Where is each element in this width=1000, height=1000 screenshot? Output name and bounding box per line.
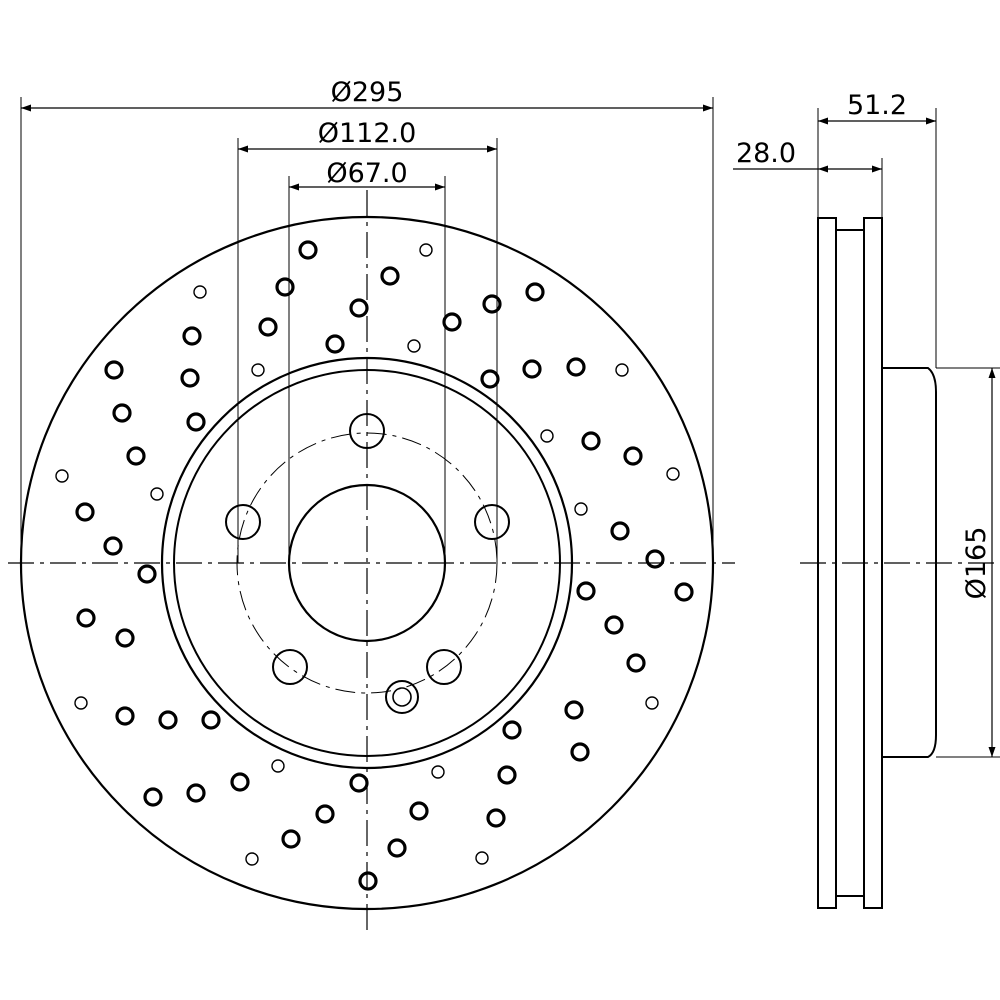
drill-hole-small <box>666 467 680 481</box>
drill-hole <box>522 359 542 379</box>
bore-diameter-label: Ø67.0 <box>326 158 407 189</box>
overall-thickness-dimension: 51.2 <box>817 90 937 368</box>
hub-diameter-dimension: Ø112.0 <box>237 118 498 563</box>
drill-hole <box>315 804 335 824</box>
drill-hole <box>623 446 643 466</box>
drill-hole <box>564 700 584 720</box>
drill-hole <box>325 334 345 354</box>
outer-diameter-dimension: Ø295 <box>20 77 714 563</box>
drill-hole <box>115 628 135 648</box>
locating-screw-hole-inner <box>392 687 412 707</box>
drill-hole <box>201 710 221 730</box>
drill-hole <box>482 294 502 314</box>
drill-hole <box>115 706 135 726</box>
overall-thickness-label: 51.2 <box>847 90 907 121</box>
drill-hole <box>604 615 624 635</box>
drill-hole <box>126 446 146 466</box>
drill-hole-small <box>407 339 421 353</box>
drill-hole <box>525 282 545 302</box>
bolt-hole <box>474 504 510 540</box>
drill-hole <box>380 266 400 286</box>
drill-hole <box>230 772 250 792</box>
drill-hole <box>75 502 95 522</box>
hat-profile <box>882 367 937 758</box>
drill-hole <box>182 326 202 346</box>
hat-diameter-dimension: Ø165 <box>936 367 1000 758</box>
drill-hole <box>502 720 522 740</box>
hat-inner-ring <box>173 369 561 757</box>
hub-diameter-label: Ø112.0 <box>318 118 417 149</box>
side-view: 51.2 28.0 Ø165 <box>733 90 1000 909</box>
drill-hole <box>137 564 157 584</box>
drill-hole-small <box>251 363 265 377</box>
drill-hole-small <box>574 502 588 516</box>
drill-hole <box>581 431 601 451</box>
outer-diameter-label: Ø295 <box>331 77 404 108</box>
drill-hole <box>387 838 407 858</box>
drill-hole <box>497 765 517 785</box>
drill-hole <box>275 277 295 297</box>
drill-hole <box>645 549 665 569</box>
drill-hole <box>186 783 206 803</box>
drill-hole-small <box>645 696 659 710</box>
drill-hole <box>186 412 206 432</box>
bolt-hole <box>225 504 261 540</box>
drill-hole <box>442 312 462 332</box>
drill-hole <box>626 653 646 673</box>
front-view: Ø295 Ø112.0 Ø67.0 <box>8 77 735 935</box>
drill-hole <box>281 829 301 849</box>
drill-hole <box>674 582 694 602</box>
drill-hole-small <box>540 429 554 443</box>
drill-hole <box>570 742 590 762</box>
drill-hole <box>158 710 178 730</box>
bolt-hole <box>426 649 462 685</box>
drill-hole <box>349 298 369 318</box>
drill-hole-small <box>475 851 489 865</box>
drill-hole <box>104 360 124 380</box>
drill-hole <box>298 240 318 260</box>
drill-hole <box>76 608 96 628</box>
drill-hole-small <box>150 487 164 501</box>
drill-hole <box>480 369 500 389</box>
drill-hole <box>180 368 200 388</box>
drill-hole <box>486 808 506 828</box>
bore-diameter-dimension: Ø67.0 <box>288 158 446 563</box>
drilled-holes <box>55 240 694 891</box>
locating-screw-hole-outer <box>385 680 419 714</box>
drill-hole <box>103 536 123 556</box>
bolt-hole <box>349 413 385 449</box>
drill-hole-small <box>431 765 445 779</box>
drill-hole <box>610 521 630 541</box>
drill-hole <box>409 801 429 821</box>
drill-hole <box>143 787 163 807</box>
drill-hole-small <box>55 469 69 483</box>
disc-thickness-dimension: 28.0 <box>733 138 883 218</box>
drill-hole <box>358 871 378 891</box>
drill-hole <box>566 357 586 377</box>
drill-hole-small <box>193 285 207 299</box>
drill-hole <box>576 581 596 601</box>
drill-hole-small <box>74 696 88 710</box>
drill-hole-small <box>615 363 629 377</box>
drill-hole-small <box>271 759 285 773</box>
drill-hole-small <box>245 852 259 866</box>
drill-hole <box>258 317 278 337</box>
disc-thickness-label: 28.0 <box>736 138 796 169</box>
bolt-hole <box>272 649 308 685</box>
hat-outer-ring <box>160 356 574 770</box>
disc-vent-core <box>835 229 865 897</box>
drill-hole <box>349 773 369 793</box>
drill-hole-small <box>419 243 433 257</box>
drill-hole <box>112 403 132 423</box>
hat-diameter-label: Ø165 <box>961 527 992 600</box>
